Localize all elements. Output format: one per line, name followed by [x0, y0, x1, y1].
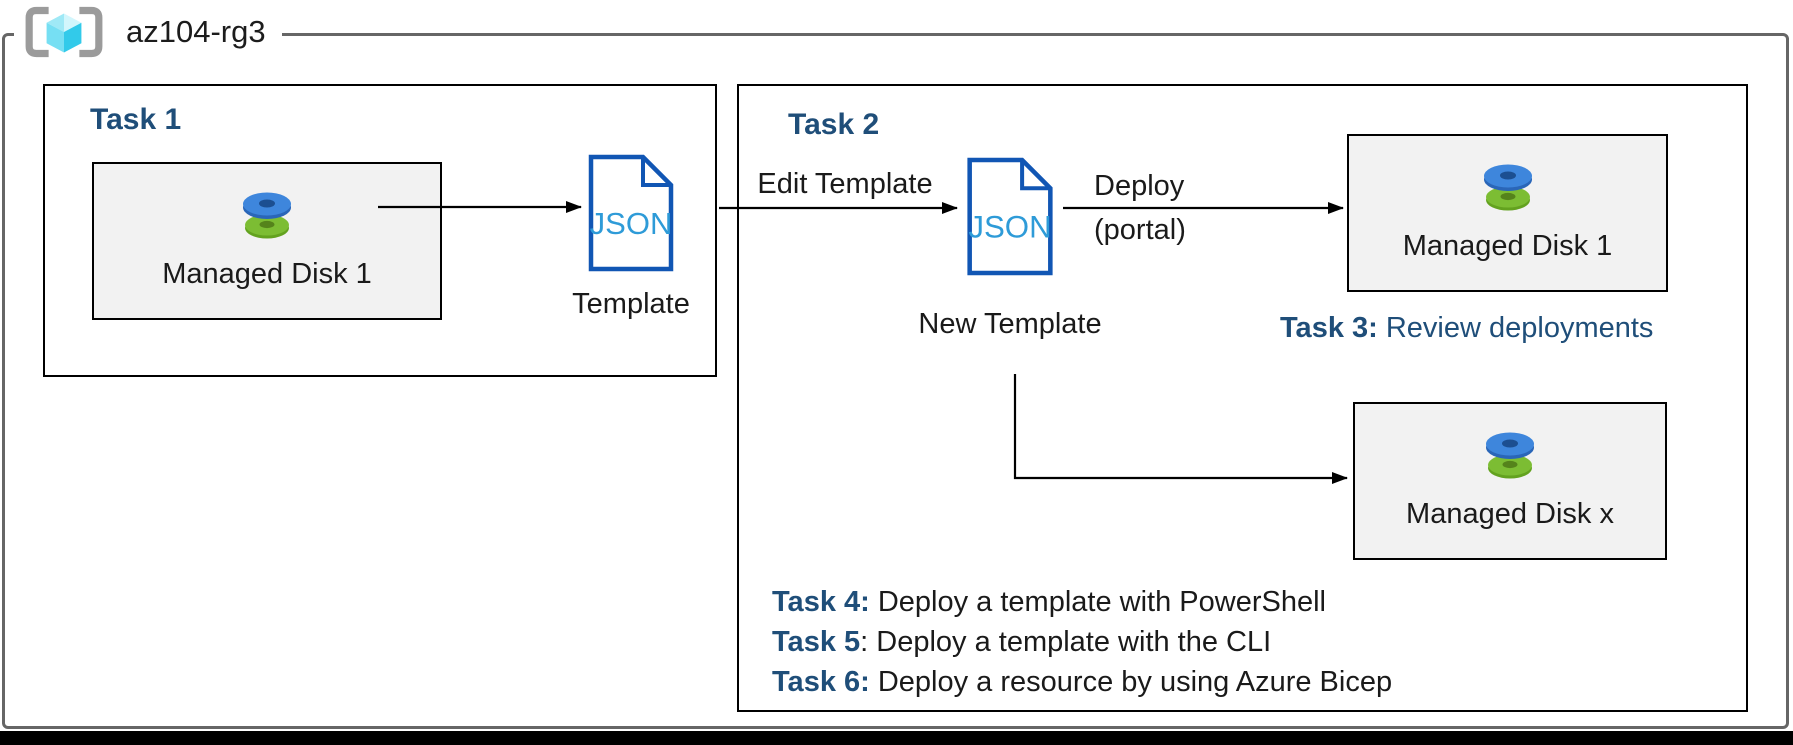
managed-disk-1-deployed-box: Managed Disk 1: [1347, 134, 1668, 292]
resource-group-legend: az104-rg3: [14, 3, 282, 61]
managed-disk-icon: [1479, 428, 1541, 482]
task1-title: Task 1: [90, 103, 182, 136]
task2-title: Task 2: [788, 108, 880, 141]
bottom-screen-edge-bar: [0, 731, 1793, 745]
resource-group-icon: [22, 5, 106, 59]
resource-group-label: az104-rg3: [126, 14, 266, 49]
task6-text: Deploy a resource by using Azure Bicep: [869, 666, 1393, 698]
task5-note: Task 5: Deploy a template with the CLI: [772, 622, 1392, 662]
task3-label: Task 3:: [1280, 312, 1378, 344]
task3-note: Task 3: Review deployments: [1280, 312, 1653, 345]
task5-text: : Deploy a template with the CLI: [860, 626, 1272, 658]
managed-disk-x-box: Managed Disk x: [1353, 402, 1667, 560]
managed-disk-1-box: Managed Disk 1: [92, 162, 442, 320]
deploy-portal-qualifier: (portal): [1094, 214, 1186, 246]
resource-group-boundary: [2, 33, 1789, 729]
managed-disk-x-label: Managed Disk x: [1406, 498, 1614, 530]
managed-disk-1-deployed-label: Managed Disk 1: [1402, 230, 1613, 262]
task6-note: Task 6: Deploy a resource by using Azure…: [772, 662, 1392, 702]
deploy-arrow-label: Deploy: [1094, 170, 1185, 202]
managed-disk-icon: [1477, 160, 1539, 214]
template-json-icon: JSON: [587, 153, 675, 278]
task3-text: Review deployments: [1377, 312, 1654, 344]
json-file-text: JSON: [590, 206, 673, 241]
task4-text: Deploy a template with PowerShell: [869, 586, 1326, 618]
template-caption: Template: [572, 288, 690, 320]
task5-label: Task 5: [772, 626, 861, 658]
managed-disk-icon: [236, 188, 298, 242]
json-file-text: JSON: [968, 210, 1051, 245]
task4-note: Task 4: Deploy a template with PowerShel…: [772, 582, 1392, 622]
task6-label: Task 6:: [772, 666, 870, 698]
task-notes-list: Task 4: Deploy a template with PowerShel…: [772, 582, 1392, 702]
new-template-json-icon: JSON: [965, 156, 1055, 282]
task4-label: Task 4:: [772, 586, 870, 618]
new-template-caption: New Template: [918, 308, 1102, 340]
edit-template-arrow-label: Edit Template: [757, 168, 933, 200]
managed-disk-1-label: Managed Disk 1: [162, 258, 372, 290]
